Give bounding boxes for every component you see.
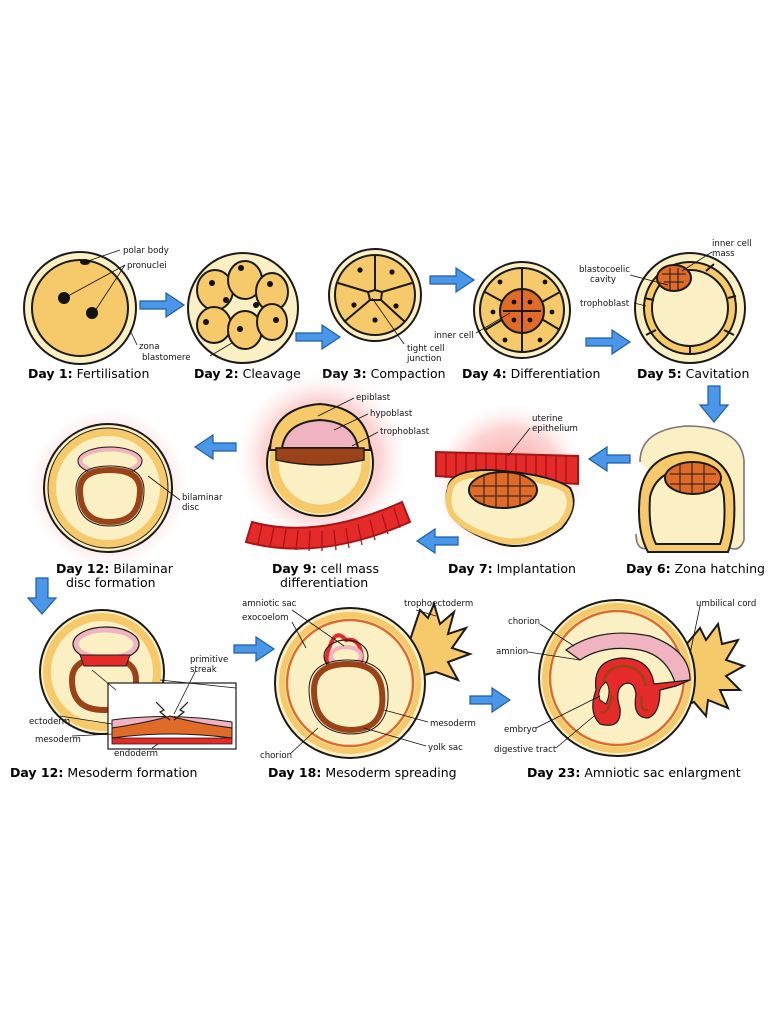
label-exocoelom: exocoelom	[242, 613, 289, 623]
label-yolk-sac: yolk sac	[428, 743, 463, 753]
day1-leads	[67, 249, 138, 346]
day1-zygote	[23, 251, 137, 365]
label-mass: mass	[712, 249, 735, 259]
label-inner-cell: inner cell	[434, 331, 474, 341]
caption-day23: Day 23: Amniotic sac enlargment	[527, 765, 741, 780]
label-tight-cell: tight cell	[407, 344, 445, 354]
label-mesoderm-d12: mesoderm	[35, 735, 81, 745]
arrow-day2-day3	[295, 323, 342, 351]
label-zona: zona	[139, 342, 159, 352]
label-pronuclei: pronuclei	[127, 261, 167, 271]
label-blastomere: blastomere	[142, 353, 191, 363]
day2-morula	[187, 252, 299, 364]
label-polar-body: polar body	[123, 246, 169, 256]
label-chorion-d18: chorion	[260, 751, 292, 761]
caption-day12-bilaminar: Day 12: Bilaminar	[56, 561, 174, 576]
label-hypoblast: hypoblast	[370, 409, 413, 419]
caption-day5: Day 5: Cavitation	[637, 366, 749, 381]
caption-day7: Day 7: Implantation	[448, 561, 576, 576]
caption-day1: Day 1: Fertilisation	[28, 366, 149, 381]
arrow-day9-day12	[193, 433, 237, 461]
label-trophoectoderm: trophoectoderm	[404, 599, 473, 609]
label-trophoblast-d9: trophoblast	[380, 427, 430, 437]
caption-day6: Day 6: Zona hatching	[626, 561, 765, 576]
day4-differentiation	[473, 261, 571, 359]
day6-hatching	[635, 425, 745, 553]
day18-mesoderm-spreading	[274, 601, 474, 759]
caption-day18: Day 18: Mesoderm spreading	[268, 765, 457, 780]
label-junction: junction	[406, 354, 441, 364]
day3-compacted	[328, 248, 422, 342]
arrow-day3-day4	[429, 266, 476, 294]
arrow-day1-day2	[139, 291, 186, 319]
label-blastocoelic: blastocoelic	[579, 265, 630, 275]
day23-amniotic-sac	[538, 599, 747, 757]
day12-mesoderm-formation	[39, 609, 237, 750]
day9-cell-mass	[232, 368, 412, 552]
label-uterine: uterine	[532, 414, 563, 424]
day12-bilaminar-disc	[24, 404, 192, 572]
arrow-day12-day18	[233, 635, 276, 663]
label-umbilical-cord: umbilical cord	[696, 599, 756, 609]
label-bilaminar: bilaminar	[182, 493, 223, 503]
arrow-day12-day12	[26, 577, 58, 615]
label-embryo: embryo	[504, 725, 537, 735]
caption-day4: Day 4: Differentiation	[462, 366, 600, 381]
label-endoderm: endoderm	[114, 749, 158, 759]
arrow-day7-day9	[415, 527, 459, 555]
label-inner-cell-mass: inner cell	[712, 239, 752, 249]
label-primitive: primitive	[190, 655, 228, 665]
label-digestive-tract: digestive tract	[494, 745, 557, 755]
label-mesoderm-d18: mesoderm	[430, 719, 476, 729]
caption-day9: Day 9: cell mass	[272, 561, 379, 576]
arrow-day18-day23	[469, 686, 512, 714]
label-ectoderm: ectoderm	[29, 717, 70, 727]
label-cavity: cavity	[590, 275, 616, 285]
label-epithelium: epithelium	[532, 424, 578, 434]
arrow-day6-day7	[587, 445, 631, 473]
day5-blastocyst	[634, 252, 746, 364]
label-chorion-d23: chorion	[508, 617, 540, 627]
label-disc: disc	[182, 503, 199, 513]
arrow-day4-day5	[585, 328, 632, 356]
label-amniotic-sac: amniotic sac	[242, 599, 297, 609]
label-amnion: amnion	[496, 647, 528, 657]
caption-day12-line2: disc formation	[66, 575, 156, 590]
day7-implantation	[430, 400, 590, 560]
label-epiblast: epiblast	[356, 393, 391, 403]
caption-day9-line2: differentiation	[280, 575, 368, 590]
label-streak: streak	[190, 665, 217, 675]
caption-day12-mesoderm: Day 12: Mesoderm formation	[10, 765, 197, 780]
label-trophoblast-d5: trophoblast	[580, 299, 630, 309]
arrow-day5-day6	[698, 385, 730, 423]
